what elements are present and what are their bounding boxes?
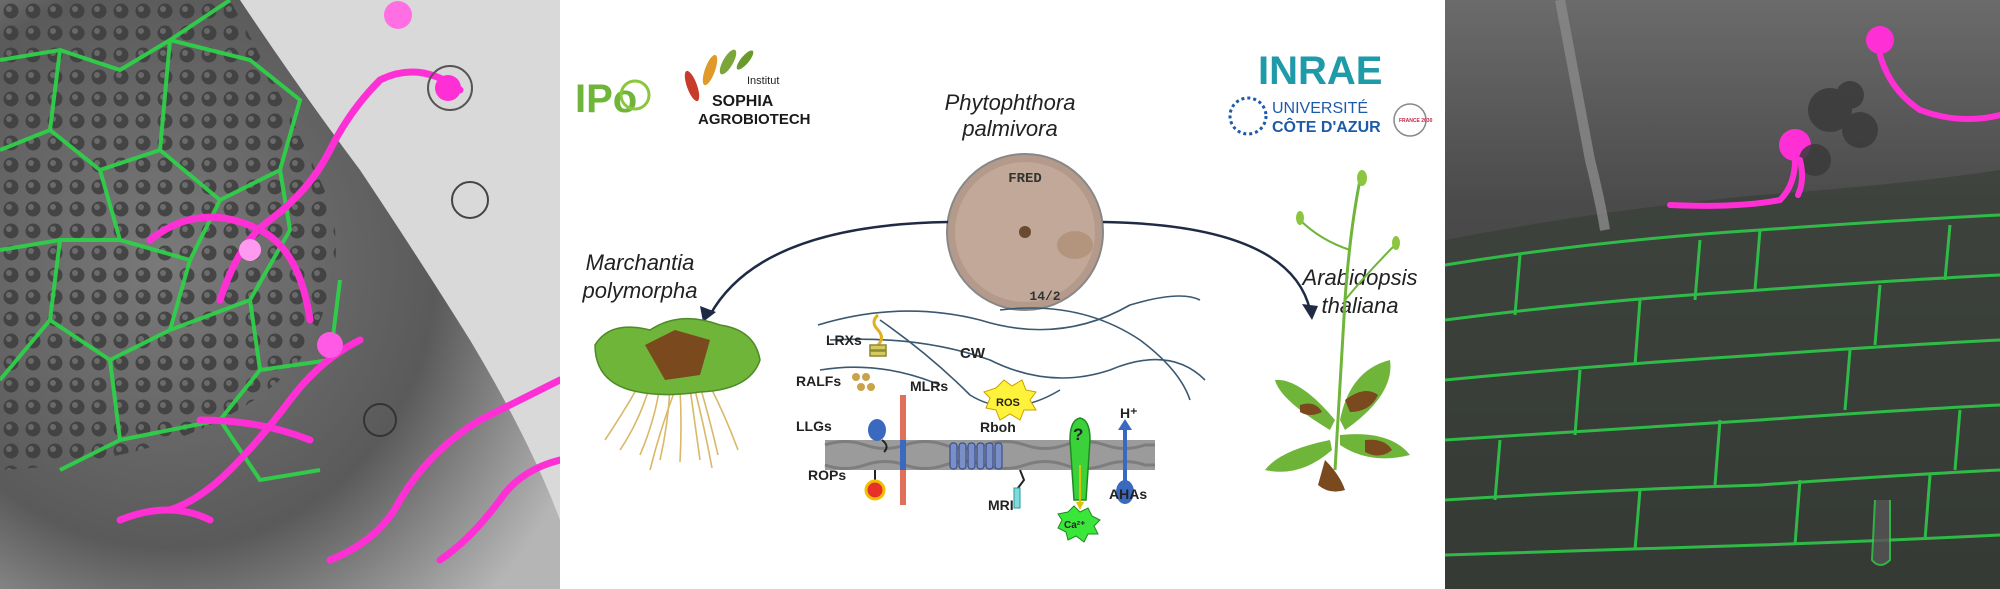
uca-dots-icon (1228, 96, 1268, 136)
ipbs-logo: IPo (575, 77, 651, 121)
cyst-1 (427, 65, 473, 111)
mycelium-cluster (1799, 81, 1878, 176)
center-schematic-panel: IPo Institut SOPHIA AGROBIOTECH INRAE UN… (560, 0, 1445, 589)
mri-kinase-icon (1013, 487, 1021, 509)
ahas-label: AHAs (1109, 486, 1147, 502)
cote-azur-text: CÔTE D'AZUR (1272, 117, 1381, 136)
dish-label-top: FRED (1008, 171, 1042, 187)
inrae-text: INRAE (1258, 49, 1382, 93)
proton-arrowhead-icon (1118, 419, 1132, 430)
llg-protein-icon (868, 419, 886, 441)
hyphae-right (1667, 52, 2000, 209)
root-hair (1555, 0, 1610, 231)
root-cell-walls (1445, 213, 2000, 557)
france2030-text: FRANCE 2030 (1399, 118, 1433, 124)
cyst-right-2 (1866, 26, 1894, 54)
pathogen-label-line1: Phytophthora (945, 90, 1076, 115)
arabidopsis-label-line1: Arabidopsis (1301, 265, 1418, 290)
root-hair-bottom (1870, 499, 1891, 566)
aha-pump-icon (1116, 480, 1134, 504)
lrx-icon (872, 313, 883, 347)
arabidopsis-illustration (1265, 170, 1410, 492)
arabidopsis-lesion-1 (1345, 391, 1378, 412)
ralfs-label: RALFs (796, 373, 841, 389)
h-plus-label: H⁺ (1120, 405, 1138, 421)
lrxs-label: LRXs (826, 332, 862, 348)
marchantia-lesion (645, 330, 710, 380)
mri-anchor (1017, 469, 1026, 489)
rboh-channel-icon (949, 442, 1003, 470)
cell-wall-network (0, 0, 342, 483)
arabidopsis-label-line2: thaliana (1321, 293, 1398, 318)
right-microscopy-panel (1445, 0, 2000, 589)
sophia-logo: Institut SOPHIA AGROBIOTECH (684, 49, 811, 128)
arabidopsis-lesion-2 (1365, 439, 1392, 456)
hyphae-left (116, 68, 560, 564)
unknown-channel-icon (1069, 417, 1091, 501)
sophia-text: SOPHIA (712, 93, 774, 110)
ros-label: ROS (996, 397, 1020, 409)
uca-logo: UNIVERSITÉ CÔTE D'AZUR FRANCE 2030 (1228, 96, 1433, 137)
arabidopsis-lesion-3 (1300, 403, 1322, 415)
cyst-4 (363, 403, 397, 437)
appressorium-2 (317, 332, 343, 358)
question-label: ? (1073, 425, 1083, 444)
marchantia-illustration (594, 317, 761, 471)
marchantia-label-line2: polymorpha (582, 278, 698, 303)
pathogen-label-line2: palmivora (961, 116, 1057, 141)
dish-label-bottom: 14/2 (1029, 289, 1060, 304)
arrowhead-right-icon (1302, 304, 1318, 320)
arrow-to-arabidopsis (1102, 220, 1312, 311)
cyst-2 (384, 1, 412, 29)
cyst-1-core (435, 75, 461, 101)
calcium-arrowhead-icon (1076, 502, 1084, 510)
ros-burst-icon (983, 379, 1037, 421)
rboh-label: Rboh (980, 419, 1016, 435)
mri-label: MRI (988, 497, 1014, 513)
universite-text: UNIVERSITÉ (1272, 98, 1368, 117)
cyst-3 (451, 181, 489, 219)
rops-label: ROPs (808, 467, 846, 483)
calcium-burst-icon (1057, 505, 1101, 543)
petri-dish: FRED 14/2 (946, 153, 1104, 311)
mlrs-label: MLRs (910, 378, 948, 394)
appressorium-1 (239, 239, 261, 261)
ca-label: Ca²⁺ (1064, 520, 1085, 531)
ralf-peptides-icon (852, 373, 875, 391)
lrx-base (869, 344, 887, 357)
mlr-tm-domain (900, 440, 906, 470)
rop-gtpase-icon (864, 479, 886, 501)
marchantia-label-line1: Marchantia (586, 250, 695, 275)
institut-text: Institut (747, 75, 779, 87)
arrow-to-marchantia (708, 220, 949, 316)
inrae-logo: INRAE (1258, 49, 1382, 93)
left-microscopy-panel (0, 0, 560, 589)
arrowhead-left-icon (700, 306, 716, 322)
llgs-label: LLGs (796, 418, 832, 434)
arabidopsis-root-lesion (1318, 460, 1345, 492)
cw-label: CW (960, 345, 986, 362)
llg-anchor (881, 439, 888, 453)
ipbs-logo-circle (619, 79, 651, 111)
infection-arrows (708, 220, 1312, 316)
agrobiotech-text: AGROBIOTECH (698, 111, 811, 128)
france2030-badge (1393, 103, 1427, 137)
